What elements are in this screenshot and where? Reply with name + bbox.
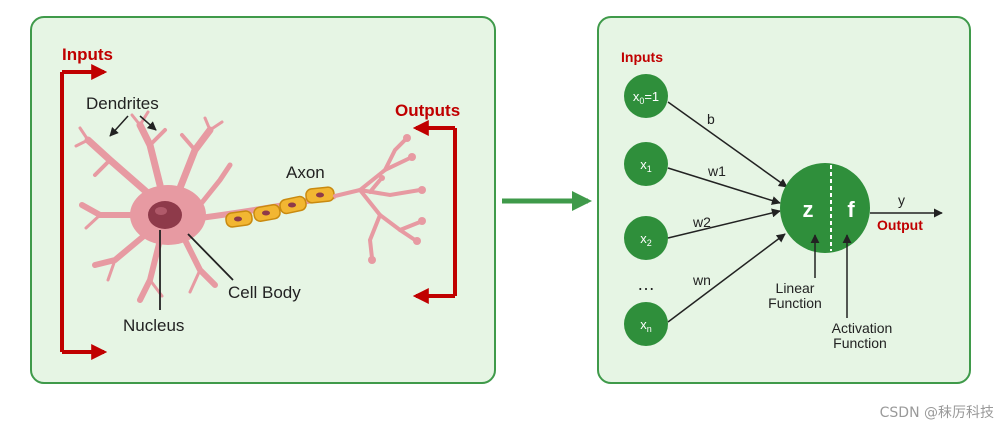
input-node-xn (624, 302, 668, 346)
dendrites-pointer-2 (139, 115, 157, 131)
input-node-xn-label: xn (640, 317, 652, 334)
nucleus (148, 201, 182, 229)
input-node-x0-label: x0=1 (633, 89, 659, 106)
linear-function-label-2: Function (768, 295, 822, 311)
dendrites-pointer-1 (109, 115, 129, 137)
axon (199, 186, 336, 228)
terminal-buttons (368, 134, 426, 264)
axon-label: Axon (286, 163, 325, 182)
weight-label-wn: wn (692, 272, 711, 288)
weight-label-w1: w1 (707, 163, 726, 179)
output-label: Output (877, 217, 923, 233)
input-connections (667, 101, 788, 323)
input-node-x0 (624, 74, 668, 118)
input-node-x1-label: x1 (640, 157, 652, 174)
outputs-bracket (412, 120, 457, 304)
activation-function-label-1: Activation (832, 320, 893, 336)
linear-function-label-1: Linear (776, 280, 815, 296)
inputs-label: Inputs (62, 45, 113, 64)
input-node-x2-label: x2 (640, 231, 652, 248)
dendrites-label: Dendrites (86, 94, 159, 113)
cell-body-label: Cell Body (228, 283, 301, 302)
cell-body-pointer (187, 233, 234, 281)
input-node-x2 (624, 216, 668, 260)
weight-label-b: b (707, 111, 715, 127)
axon-terminals (333, 138, 422, 260)
nucleus-label: Nucleus (123, 316, 184, 335)
output-symbol: y (898, 192, 905, 208)
input-node-x1 (624, 142, 668, 186)
inputs-bracket (60, 64, 108, 360)
activation-function-label-2: Function (833, 335, 887, 351)
watermark: CSDN @秣厉科技 (879, 405, 994, 421)
outputs-label: Outputs (395, 101, 460, 120)
input-ellipsis: … (637, 274, 655, 294)
dendrites (74, 110, 233, 303)
neuron-body (780, 163, 870, 253)
neuron-f-label: f (847, 197, 855, 222)
biological-neuron-panel (30, 16, 496, 384)
weight-label-w2: w2 (692, 214, 711, 230)
neuron-z-label: z (803, 197, 814, 222)
nucleus-highlight (155, 207, 167, 215)
ann-inputs-label: Inputs (621, 49, 663, 65)
